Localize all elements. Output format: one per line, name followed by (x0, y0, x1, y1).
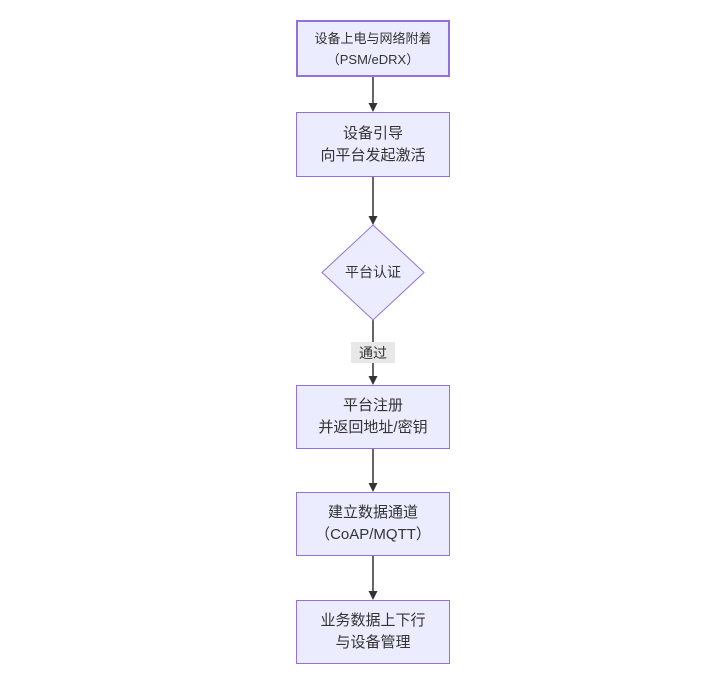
node-power-on-line1: 设备上电与网络附着 (314, 30, 432, 46)
node-bootstrap-line2: 向平台发起激活 (320, 146, 426, 164)
decision-diamond-shape (321, 224, 425, 321)
node-business-data-line2: 与设备管理 (335, 634, 411, 651)
node-register-line2: 并返回地址/密钥 (318, 419, 428, 436)
node-bootstrap-line1: 设备引导 (342, 124, 403, 142)
node-data-channel-line1: 建立数据通道 (327, 504, 418, 521)
node-data-channel-line2: （CoAP/MQTT） (315, 526, 431, 543)
node-power-on: 设备上电与网络附着 （PSM/eDRX） (296, 20, 450, 77)
node-bootstrap: 设备引导 向平台发起激活 (296, 112, 450, 177)
edge-label-pass: 通过 (351, 342, 395, 363)
node-register-line1: 平台注册 (342, 397, 403, 414)
node-data-channel: 建立数据通道 （CoAP/MQTT） (296, 492, 450, 556)
node-business-data-line1: 业务数据上下行 (320, 612, 426, 629)
node-power-on-line2: （PSM/eDRX） (326, 51, 420, 67)
node-business-data: 业务数据上下行 与设备管理 (296, 600, 450, 664)
node-register: 平台注册 并返回地址/密钥 (296, 385, 450, 449)
node-platform-auth-label: 平台认证 (345, 264, 401, 280)
